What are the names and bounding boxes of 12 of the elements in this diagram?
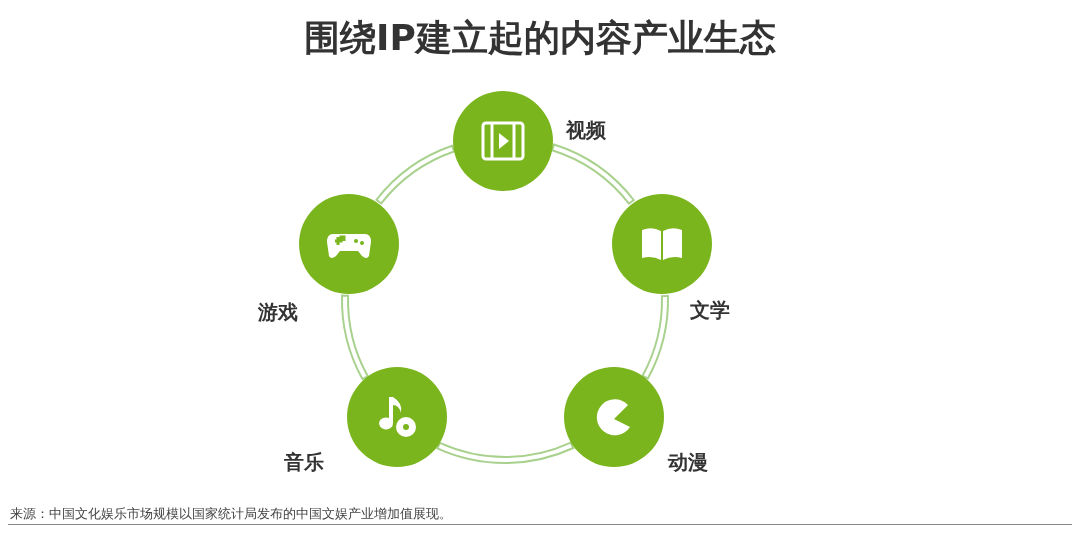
ring-arc (551, 143, 635, 205)
source-note: 来源：中国文化娱乐市场规模以国家统计局发布的中国文娱产业增加值展现。 (10, 505, 452, 523)
category-label: 文学 (690, 298, 730, 322)
diagram-title: 围绕IP建立起的内容产业生态 (304, 17, 776, 58)
category-label: 视频 (566, 118, 606, 142)
category-label: 音乐 (284, 450, 324, 474)
ring-arc (641, 294, 669, 380)
ring-arc (436, 441, 575, 464)
ring-arc (375, 144, 456, 205)
category-label: 游戏 (258, 300, 298, 324)
category-label: 动漫 (668, 450, 708, 474)
ring-arc (341, 294, 369, 381)
